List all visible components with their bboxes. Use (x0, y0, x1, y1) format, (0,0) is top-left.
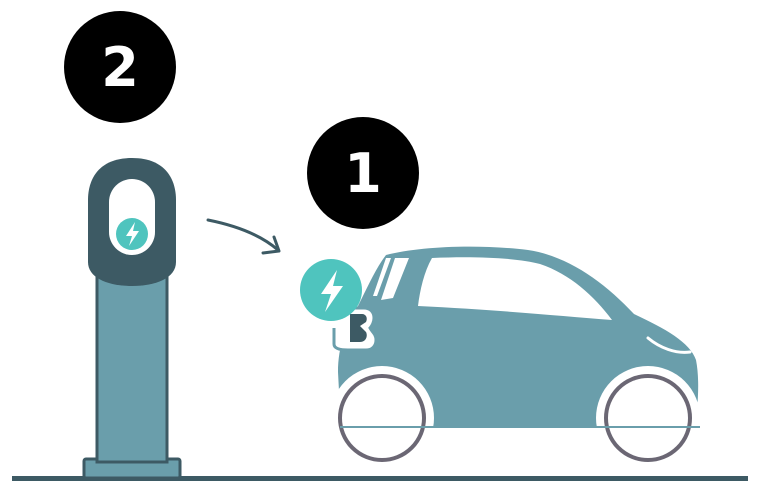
step-badge-1: 1 (307, 117, 419, 229)
step-badge-2: 2 (64, 11, 176, 123)
curved-arrow-icon (208, 220, 279, 253)
step-number-1: 1 (344, 142, 382, 205)
charger-bolt-icon (116, 218, 148, 250)
electric-car (330, 247, 700, 470)
step-number-2: 2 (101, 36, 139, 99)
car-front-wheel (340, 376, 424, 460)
charging-station (84, 158, 180, 478)
car-rear-wheel (606, 376, 690, 460)
car-bolt-icon (300, 259, 362, 321)
